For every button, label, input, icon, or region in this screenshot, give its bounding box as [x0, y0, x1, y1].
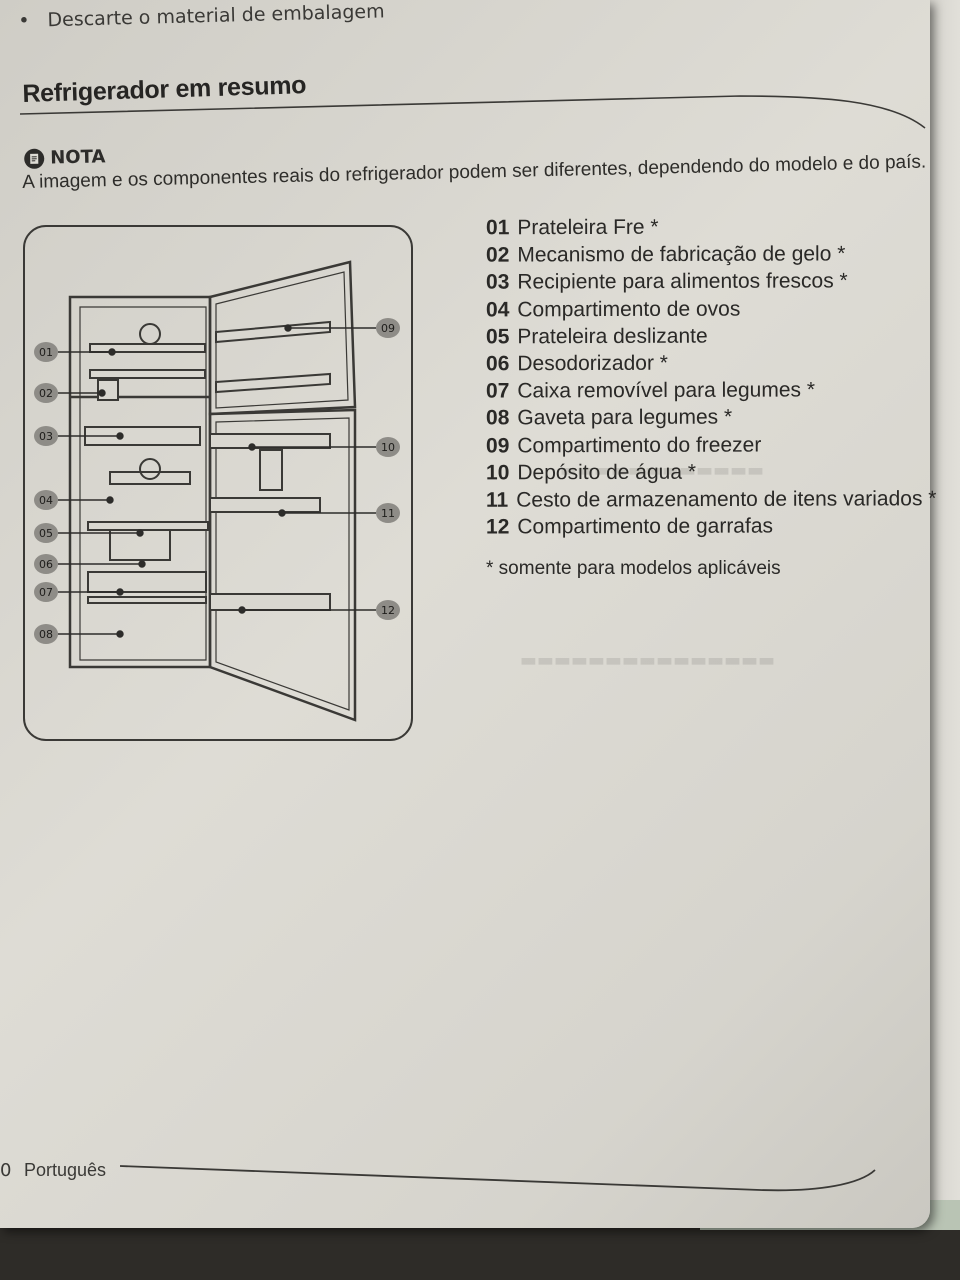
leader-dot [108, 348, 116, 356]
legend-item: 12 Compartimento de garrafas [486, 515, 773, 540]
legend-label: Compartimento do freezer [517, 433, 762, 457]
legend-label: Caixa removível para legumes * [517, 378, 816, 403]
leader-dot [138, 560, 146, 568]
leader-dot [238, 606, 246, 614]
legend-item: 02 Mecanismo de fabricação de gelo * [486, 243, 845, 268]
leader-dot [278, 509, 286, 517]
callout-badge [376, 503, 400, 523]
legend-item: 06 Desodorizador * [486, 352, 668, 377]
callout-badge [34, 523, 58, 543]
legend-label: Compartimento de garrafas [517, 514, 774, 539]
callout-badge [34, 426, 58, 446]
callout-label: 11 [381, 507, 395, 520]
legend-number: 10 [485, 461, 510, 485]
callout-badge [34, 554, 58, 574]
callout-label: 10 [381, 441, 395, 454]
legend-number: 06 [485, 352, 510, 376]
leader-dot [98, 389, 106, 397]
leader-dot [116, 588, 124, 596]
legend-item: 01 Prateleira Fre * [486, 216, 659, 241]
bleed-through-text: ▬▬▬▬▬▬▬▬▬▬▬▬▬▬▬ [520, 650, 776, 671]
legend-number: 04 [485, 297, 510, 322]
legend-item: 07 Caixa removível para legumes * [486, 379, 815, 404]
legend-item: 08 Gaveta para legumes * [486, 406, 732, 431]
callout-badge [34, 624, 58, 644]
callout-label: 06 [39, 558, 53, 571]
callout-label: 04 [39, 494, 53, 507]
callout-label: 08 [39, 628, 53, 641]
top-bullet-text: Descarte o material de embalagem [47, 0, 385, 32]
footer-language: Português [24, 1160, 107, 1180]
top-bullet-item: •Descarte o material de embalagem [18, 0, 385, 32]
note-text: A imagem e os componentes reais do refri… [22, 151, 927, 193]
legend-number: 08 [485, 406, 510, 430]
callout-badge [376, 600, 400, 620]
note-label: NOTA [49, 146, 106, 169]
legend-label: Prateleira deslizante [517, 324, 708, 349]
legend-number: 03 [485, 270, 510, 295]
legend-label: Prateleira Fre * [517, 215, 659, 240]
callout-label: 03 [39, 430, 53, 443]
callout-label: 05 [39, 527, 53, 540]
callout-label: 12 [381, 604, 395, 617]
legend-item: 10 Depósito de água * [486, 460, 696, 485]
legend-item: 04 Compartimento de ovos [486, 297, 740, 322]
legend-footnote: * somente para modelos aplicáveis [486, 558, 781, 580]
refrigerator-diagram: 01 02 03 04 05 06 07 08 09 10 11 12 [23, 225, 413, 741]
legend-item: 05 Prateleira deslizante [486, 324, 708, 349]
callout-label: 07 [39, 586, 53, 599]
legend-item: 09 Compartimento do freezer [486, 433, 761, 458]
legend-label: Mecanismo de fabricação de gelo * [517, 242, 846, 267]
title-rule [20, 95, 926, 129]
legend-label: Recipiente para alimentos frescos * [517, 269, 848, 294]
callout-label: 01 [39, 346, 53, 359]
leader-dot [248, 443, 256, 451]
callout-badge [34, 383, 58, 403]
note-document-icon [24, 148, 45, 169]
legend-label: Desodorizador * [517, 351, 668, 376]
legend-number: 01 [485, 216, 510, 240]
leader-dot [116, 630, 124, 638]
leader-dot [106, 496, 114, 504]
legend-label: Depósito de água * [517, 460, 697, 485]
leader-dot [116, 432, 124, 440]
manual-page: •Descarte o material de embalagem ▬▬▬▬▬▬… [0, 0, 930, 1228]
callout-label: 09 [381, 322, 395, 335]
legend-number: 09 [485, 433, 510, 458]
legend-item: 03 Recipiente para alimentos frescos * [486, 270, 848, 295]
legend-number: 02 [485, 243, 510, 267]
page-number: 0 [0, 1160, 12, 1181]
legend-number: 05 [485, 325, 510, 349]
footer-rule [120, 1165, 876, 1192]
leader-dot [284, 324, 292, 332]
note-heading: NOTA [24, 146, 106, 169]
callout-label: 02 [39, 387, 53, 400]
callout-badge [34, 342, 58, 362]
legend-label: Gaveta para legumes * [517, 405, 733, 430]
callout-badge [34, 490, 58, 510]
callout-badge [34, 582, 58, 602]
callout-badge [376, 318, 400, 338]
leader-dot [136, 529, 144, 537]
legend-number: 12 [485, 515, 510, 539]
legend-number: 11 [485, 488, 509, 512]
legend-number: 07 [485, 379, 510, 403]
legend-label: Cesto de armazenamento de itens variados… [516, 487, 937, 512]
legend-item: 11 Cesto de armazenamento de itens variad… [486, 487, 937, 513]
callout-badge [376, 437, 400, 457]
legend-label: Compartimento de ovos [517, 297, 741, 321]
